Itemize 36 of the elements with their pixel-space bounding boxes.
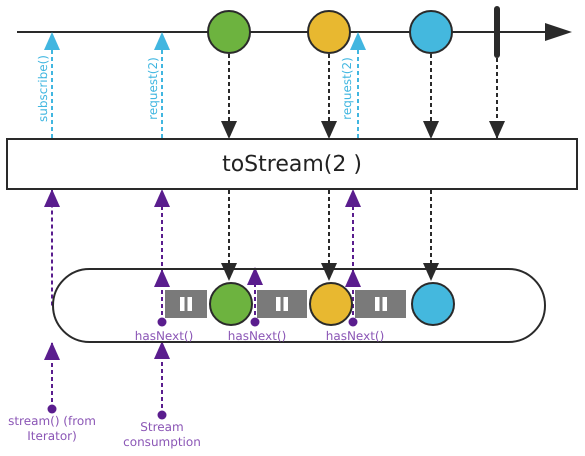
edge-label: request(2) <box>146 56 160 120</box>
edge-label: subscribe() <box>36 54 50 122</box>
dashed-arrow <box>154 190 170 326</box>
completion-bar <box>494 6 500 58</box>
dashed-arrow <box>345 190 361 326</box>
dashed-arrow <box>350 32 366 138</box>
method-label: stream() (from Iterator) <box>4 414 100 446</box>
marble-circle <box>209 282 253 326</box>
dashed-arrow <box>247 267 263 326</box>
marble-circle <box>409 10 453 54</box>
caption-text: Stream consumption <box>112 420 212 452</box>
stream-pill <box>52 268 546 343</box>
dashed-arrow <box>154 341 170 420</box>
method-label: hasNext() <box>222 329 292 344</box>
method-label: hasNext() <box>320 329 390 344</box>
dashed-arrow <box>221 190 237 281</box>
dashed-arrow <box>489 58 505 139</box>
dashed-arrow <box>423 190 439 281</box>
dashed-arrow <box>423 54 439 139</box>
marble-circle <box>307 10 351 54</box>
pause-block <box>257 290 307 318</box>
pause-block <box>165 290 207 318</box>
dashed-arrow <box>221 54 237 139</box>
dashed-arrow <box>321 54 337 139</box>
dashed-arrow <box>321 190 337 281</box>
marble-circle <box>207 10 251 54</box>
dashed-arrow <box>44 342 60 414</box>
edge-label: request(2) <box>340 56 354 120</box>
operator-box: toStream(2 ) <box>6 138 578 190</box>
marble-circle <box>411 282 455 326</box>
marble-circle <box>309 282 353 326</box>
dashed-arrow <box>44 32 60 138</box>
dashed-arrow <box>44 189 60 306</box>
method-label: hasNext() <box>129 329 199 344</box>
pause-block <box>355 290 406 318</box>
dashed-arrow <box>154 32 170 138</box>
